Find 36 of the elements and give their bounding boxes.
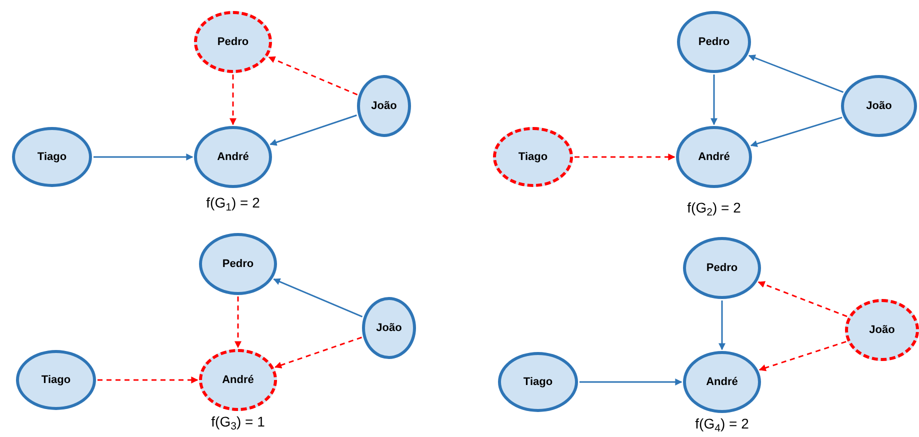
- node-label: André: [217, 150, 249, 165]
- node-label: André: [706, 374, 738, 390]
- graph-score: f(G$_{1}$) = 2: [206, 194, 260, 214]
- arrow: [710, 74, 718, 126]
- arrow: [748, 54, 844, 93]
- arrow: [750, 116, 842, 148]
- graph-score: f(G$_{4}$) = 2: [695, 414, 749, 434]
- node-label: João: [371, 98, 397, 114]
- arrow: [230, 74, 236, 126]
- arrow: [234, 296, 242, 348]
- node-label: João: [866, 98, 892, 114]
- arrow: [580, 378, 682, 386]
- node-label: Tiago: [518, 150, 548, 165]
- arrow: [574, 154, 676, 160]
- node-label: João: [869, 322, 895, 338]
- node-label: André: [222, 372, 254, 388]
- graph-score: f(G$_{2}$) = 2: [687, 198, 741, 218]
- node-label: João: [376, 320, 402, 336]
- arrow: [758, 281, 848, 318]
- node-label: Tiago: [37, 150, 67, 165]
- node-label: Pedro: [706, 260, 738, 276]
- arrow: [758, 340, 846, 372]
- graph-score: f(G$_{3}$) = 1: [211, 412, 265, 432]
- node-label: Tiago: [41, 372, 71, 388]
- arrow: [274, 336, 362, 368]
- arrow: [270, 114, 357, 146]
- node-label: Pedro: [217, 34, 249, 50]
- node-label: Tiago: [523, 374, 553, 390]
- node-label: Pedro: [222, 256, 254, 272]
- arrow: [94, 154, 194, 160]
- arrow: [268, 56, 358, 96]
- node-label: André: [698, 150, 730, 165]
- node-label: Pedro: [698, 34, 730, 50]
- arrow: [718, 300, 726, 350]
- arrow: [98, 376, 198, 384]
- arrow: [273, 278, 363, 318]
